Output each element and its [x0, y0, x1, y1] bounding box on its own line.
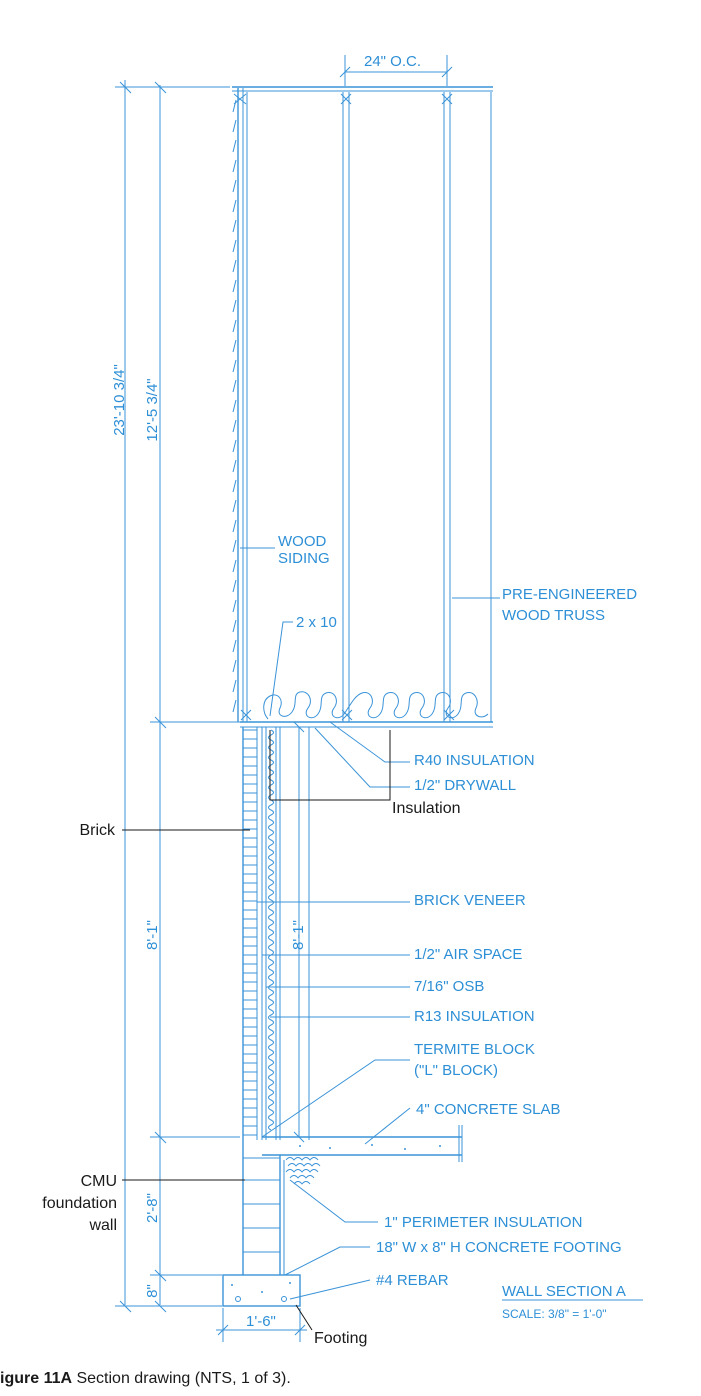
termite-label-2: ("L" BLOCK) — [414, 1062, 498, 1079]
leaders-blue — [240, 547, 500, 1300]
osb-label: 7/16" OSB — [414, 978, 484, 995]
air-space-label: 1/2" AIR SPACE — [414, 946, 522, 963]
section-title: WALL SECTION A — [502, 1283, 626, 1300]
footing-width-label: 1'-6" — [246, 1313, 276, 1330]
footing-width-dimension: 1'-6" — [216, 1308, 307, 1342]
brick-veneer-label: BRICK VENEER — [414, 892, 526, 909]
slab-label: 4" CONCRETE SLAB — [416, 1101, 561, 1118]
footing-spec-label: 18" W x 8" H CONCRETE FOOTING — [376, 1239, 622, 1256]
footing-label: Footing — [314, 1330, 367, 1347]
insulation-label: Insulation — [392, 800, 461, 817]
r40-insulation-graphic — [263, 691, 489, 720]
wall-height-inner-label: 8'-1" — [290, 920, 307, 950]
caption-text: Section drawing (NTS, 1 of 3). — [72, 1370, 291, 1387]
brick-veneer-graphic — [242, 727, 310, 1140]
perimeter-label: 1" PERIMETER INSULATION — [384, 1214, 582, 1231]
footing-height-label: 8" — [144, 1284, 161, 1298]
truss-spacing-dimension: 24" O.C. — [339, 53, 453, 86]
truss-label-2: WOOD TRUSS — [502, 607, 605, 624]
footing-graphic — [222, 1274, 301, 1307]
r40-label: R40 INSULATION — [414, 752, 535, 769]
upper-height-label: 12'-5 3/4" — [144, 378, 161, 441]
cmu-label-2: foundation — [42, 1195, 117, 1212]
concrete-slab-graphic — [262, 1125, 463, 1185]
vertical-dimensions — [115, 80, 305, 1313]
drywall-label: 1/2" DRYWALL — [414, 777, 516, 794]
plate-label: 2 x 10 — [296, 614, 337, 631]
cmu-foundation-graphic — [242, 1140, 285, 1275]
figure-caption: igure 11A Section drawing (NTS, 1 of 3). — [0, 1370, 291, 1387]
leaders-black — [122, 730, 391, 1331]
rebar-label: #4 REBAR — [376, 1272, 449, 1289]
wood-siding-graphic — [232, 99, 237, 713]
overall-height-label: 23'-10 3/4" — [111, 364, 128, 436]
wood-siding-label-2: SIDING — [278, 550, 330, 567]
truss-label-1: PRE-ENGINEERED — [502, 586, 637, 603]
wood-siding-label-1: WOOD — [278, 533, 326, 550]
caption-label: igure 11A — [0, 1370, 72, 1387]
wall-height-outer-label: 8'-1" — [144, 920, 161, 950]
truss-spacing-label: 24" O.C. — [364, 53, 421, 70]
cmu-label-3: wall — [88, 1217, 117, 1234]
brick-label: Brick — [79, 822, 116, 839]
scale-label: SCALE: 3/8" = 1'-0" — [502, 1307, 607, 1321]
foundation-height-label: 2'-8" — [144, 1193, 161, 1223]
termite-label-1: TERMITE BLOCK — [414, 1041, 535, 1058]
r13-label: R13 INSULATION — [414, 1008, 535, 1025]
truss-frame — [232, 86, 493, 728]
cmu-label-1: CMU — [81, 1173, 117, 1190]
r13-insulation-graphic — [268, 729, 274, 1131]
